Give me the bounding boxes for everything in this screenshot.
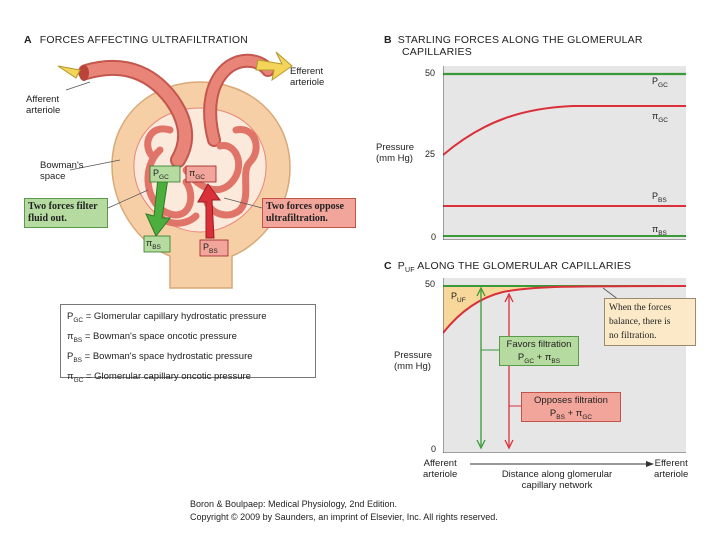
distance-arrow (470, 461, 654, 467)
favors-filtration-box: Favors filtration PGC + πBS (499, 336, 579, 366)
puf-area (443, 286, 603, 333)
c-tick-50: 50 (425, 279, 436, 289)
curve-label-pigc: πGC (652, 111, 668, 124)
b-tick-0: 0 (431, 232, 437, 242)
pgc-label: PGC (153, 168, 169, 181)
c-tick-0: 0 (431, 444, 437, 454)
panel-a-title-text: FORCES AFFECTING ULTRAFILTRATION (39, 34, 249, 46)
b-tick-25: 25 (425, 149, 436, 159)
b-tick-50: 50 (425, 68, 436, 78)
oppose-curve (443, 285, 686, 334)
pibs-label: πBS (146, 238, 161, 251)
filtration-arrow-icon (145, 177, 172, 237)
legend-row: πGC = Glomerular capillary oncotic press… (67, 370, 251, 384)
opposes-filtration-box: Opposes filtration PBS + πGC (521, 392, 621, 422)
afferent-arrow (57, 65, 81, 79)
panel-b-ylabel: Pressure(mm Hg) (376, 142, 415, 164)
curve-label-pbs: PBS (652, 191, 667, 204)
legend-row: PGC = Glomerular capillary hydrostatic p… (67, 311, 267, 324)
capillary-loops (144, 125, 260, 227)
pibs-box (143, 235, 171, 253)
legend-row: πBS = Bowman's space oncotic pressure (67, 330, 237, 344)
curve-label-pgc: PGC (652, 76, 668, 89)
pbs-label: PBS (203, 242, 218, 255)
efferent-arrow-icon (255, 51, 293, 82)
puf-label: PUF (451, 291, 466, 304)
copyright-credit: Boron & Boulpaep: Medical Physiology, 2n… (190, 499, 498, 522)
panel-c-ylabel: Pressure(mm Hg) (394, 350, 433, 372)
legend-row: PBS = Bowman's space hydrostatic pressur… (67, 350, 253, 364)
pigc-curve (443, 105, 686, 156)
panel-a-letter: A (24, 34, 32, 46)
pbs-box (199, 239, 229, 257)
legend-box: PGC = Glomerular capillary hydrostatic p… (60, 304, 316, 384)
pgc-box (149, 165, 181, 183)
pigc-label: πGC (189, 168, 205, 181)
pigc-box (185, 165, 217, 183)
opposing-arrow-icon (197, 183, 221, 239)
curve-label-pibs: πBS (652, 224, 667, 237)
panel-b-plot (443, 66, 686, 240)
panel-b-plot-bg (443, 66, 686, 240)
panel-a-title: A FORCES AFFECTING ULTRAFILTRATION (24, 34, 248, 46)
